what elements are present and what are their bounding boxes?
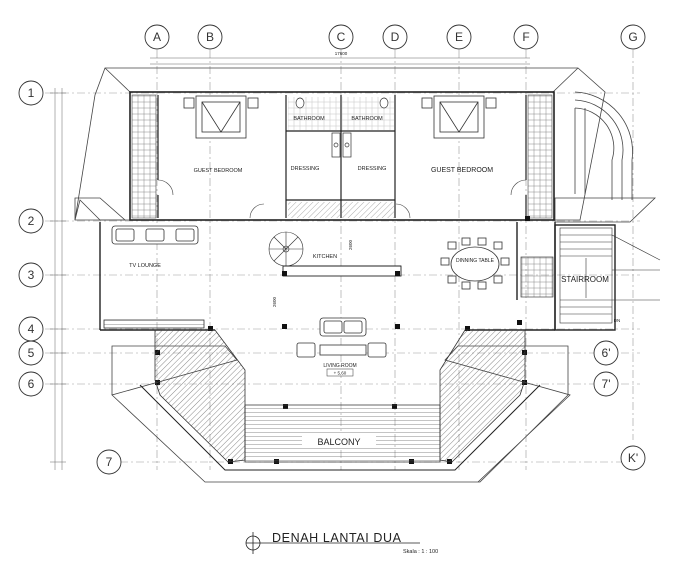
bathroom-left-label: BATHROOM bbox=[293, 116, 325, 122]
svg-text:7: 7 bbox=[106, 455, 113, 469]
tv-lounge-sofa bbox=[103, 225, 205, 329]
tv-lounge-label: TV LOUNGE bbox=[129, 263, 161, 269]
grid-bubble-Kprime: K' bbox=[620, 445, 646, 471]
living-room-label: LIVING ROOM bbox=[323, 363, 356, 369]
living-room-sofa bbox=[296, 317, 387, 358]
middle-walls bbox=[99, 222, 616, 331]
balcony bbox=[111, 329, 571, 483]
kitchen-label: KITCHEN bbox=[313, 254, 337, 260]
spiral-stair bbox=[268, 231, 304, 267]
grid-bubble-G: G bbox=[620, 24, 646, 50]
svg-text:6': 6' bbox=[602, 346, 611, 360]
level-marker: + 5,60 bbox=[326, 368, 354, 377]
guest-bedroom-left-label: GUEST BEDROOM bbox=[194, 168, 243, 174]
grid-bubble-2: 2 bbox=[18, 208, 44, 234]
curved-stair-tower bbox=[574, 91, 633, 200]
grid-bubble-A: A bbox=[144, 24, 170, 50]
svg-text:K': K' bbox=[628, 451, 638, 465]
svg-text:A: A bbox=[153, 30, 161, 44]
svg-text:7': 7' bbox=[602, 377, 611, 391]
svg-text:D: D bbox=[391, 30, 400, 44]
dimension-lines bbox=[50, 57, 530, 470]
svg-text:6: 6 bbox=[28, 377, 35, 391]
top-dimension: 17600 bbox=[335, 51, 348, 56]
grid-bubble-E: E bbox=[446, 24, 472, 50]
tile-strip-right bbox=[527, 94, 553, 219]
roof-outline bbox=[74, 67, 656, 223]
living-dimension: 2600 bbox=[272, 296, 277, 307]
svg-text:E: E bbox=[455, 30, 463, 44]
grid-bubble-6prime: 6' bbox=[593, 340, 619, 366]
upper-interior-walls bbox=[157, 95, 527, 218]
grid-bubble-columns: A B C D E F G bbox=[144, 24, 646, 50]
title-main: DENAH LANTAI DUA bbox=[272, 531, 402, 545]
svg-text:F: F bbox=[522, 30, 529, 44]
grid-bubble-1: 1 bbox=[18, 80, 44, 106]
dressing-right-floor bbox=[342, 202, 394, 218]
svg-text:1: 1 bbox=[28, 86, 35, 100]
tile-strip-left bbox=[131, 94, 157, 219]
grid-bubble-7prime: 7' bbox=[593, 371, 619, 397]
grid-bubble-C: C bbox=[328, 24, 354, 50]
dining-table bbox=[440, 237, 510, 290]
dining-table-label: DINNING TABLE bbox=[456, 258, 495, 264]
kitchen-counter bbox=[282, 265, 402, 277]
balcony-label-bg bbox=[302, 434, 376, 448]
svg-text:B: B bbox=[206, 30, 214, 44]
svg-text:+ 5,60: + 5,60 bbox=[334, 371, 347, 376]
dressing-right-label: DRESSING bbox=[358, 166, 387, 172]
stair-landing-tiles bbox=[520, 256, 554, 298]
grid-bubble-B: B bbox=[197, 24, 223, 50]
grid-bubble-3: 3 bbox=[18, 262, 44, 288]
upper-walls bbox=[129, 91, 555, 221]
svg-text:2: 2 bbox=[28, 214, 35, 228]
grid-bubble-4: 4 bbox=[18, 316, 44, 342]
bed-right bbox=[421, 95, 497, 139]
grid-bubble-7: 7 bbox=[96, 449, 122, 475]
stairroom-label: STAIRROOM bbox=[561, 275, 609, 284]
svg-text:3: 3 bbox=[28, 268, 35, 282]
dn-label: DN bbox=[614, 318, 621, 323]
grid-bubble-F: F bbox=[513, 24, 539, 50]
stairroom-stairs bbox=[559, 227, 661, 324]
title-scale: Skala : 1 : 100 bbox=[403, 549, 438, 555]
svg-text:5: 5 bbox=[28, 346, 35, 360]
title-symbol bbox=[245, 532, 420, 554]
guest-bedroom-right-label: GUEST BEDROOM bbox=[431, 167, 493, 174]
grid-bubble-5: 5 bbox=[18, 340, 44, 366]
grid-bubble-D: D bbox=[382, 24, 408, 50]
svg-text:4: 4 bbox=[28, 322, 35, 336]
grid-bubble-rows: 1 2 3 4 5 6 7 6' bbox=[18, 80, 646, 475]
svg-text:C: C bbox=[337, 30, 346, 44]
dressing-left-floor bbox=[288, 202, 340, 218]
bathroom-right-label: BATHROOM bbox=[351, 116, 383, 122]
kitchen-dimension: 2600 bbox=[348, 239, 353, 250]
dressing-left-label: DRESSING bbox=[291, 166, 320, 172]
svg-text:G: G bbox=[628, 30, 637, 44]
balcony-label: BALCONY bbox=[317, 437, 360, 447]
bed-left bbox=[183, 95, 259, 139]
door-swings-upper bbox=[157, 179, 527, 219]
bathroom-fixtures bbox=[295, 97, 389, 158]
grid-bubble-6: 6 bbox=[18, 371, 44, 397]
